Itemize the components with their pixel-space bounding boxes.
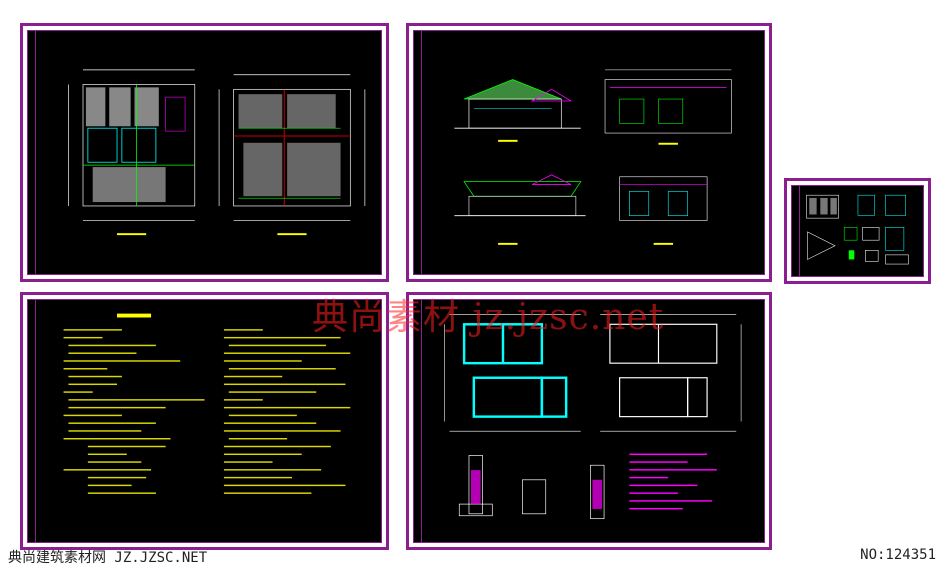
title-strip	[28, 31, 36, 274]
detail-drawings	[806, 194, 909, 265]
footer-number-label: NO:124351	[860, 547, 936, 563]
elevation-drawings	[454, 69, 732, 245]
drawing-sheet-elevations[interactable]	[406, 23, 772, 282]
watermark-text: 典尚素材 jz.jzsc.net	[312, 297, 665, 338]
floor-and-roof-plan-drawing	[68, 69, 366, 236]
sheet-border	[791, 185, 924, 277]
drawing-sheet-foundation[interactable]	[406, 292, 772, 550]
title-strip	[414, 300, 422, 542]
design-notes-text-blocks	[63, 313, 351, 494]
drawing-sheet-notes[interactable]	[20, 292, 389, 550]
sheet-border	[413, 30, 765, 275]
sheet-border	[413, 299, 765, 543]
foundation-plan-and-sections	[444, 314, 742, 520]
drawing-sheet-details-small[interactable]	[784, 178, 931, 284]
footer-site-label: 典尚建筑素材网 JZ.JZSC.NET	[8, 550, 208, 566]
title-strip	[414, 31, 422, 274]
sheet-border	[27, 299, 382, 543]
title-strip	[28, 300, 36, 542]
drawing-sheet-plans[interactable]	[20, 23, 389, 282]
title-strip	[792, 186, 800, 276]
sheet-border	[27, 30, 382, 275]
